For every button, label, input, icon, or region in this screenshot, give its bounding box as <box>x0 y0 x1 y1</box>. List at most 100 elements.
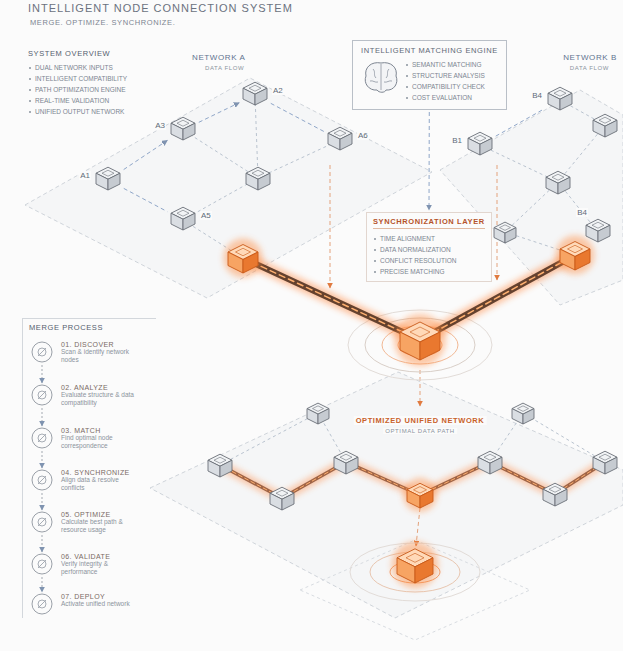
cube-face <box>593 457 605 474</box>
step-glyph <box>38 518 46 526</box>
cube-face <box>468 138 480 155</box>
diagram-label: DATA FLOW <box>568 65 611 71</box>
cube-inset <box>592 222 604 228</box>
step-glyph <box>38 600 46 608</box>
step-glyph <box>38 348 46 356</box>
cube-inset <box>334 130 346 136</box>
connector <box>42 408 43 426</box>
cube-face <box>171 123 183 140</box>
cube-inset <box>554 90 566 96</box>
network-cube <box>307 403 329 424</box>
sync-layer-box: SYNCHRONIZATION LAYERTIME ALIGNMENTDATA … <box>366 212 492 282</box>
cube-glow <box>392 542 439 589</box>
step-circle <box>32 470 52 490</box>
diagram-label: NETWORK B <box>561 53 619 62</box>
step-text: 04. SYNCHRONIZEAlign data & resolve conf… <box>61 469 139 492</box>
cube-face <box>505 228 516 243</box>
cube-inset <box>276 490 288 496</box>
cube-icon <box>241 80 269 110</box>
step-glyph <box>38 560 46 568</box>
cube-face <box>546 177 558 194</box>
bullet-item: TIME ALIGNMENT <box>373 233 485 244</box>
cube-inset <box>313 406 324 412</box>
cube-inset <box>549 486 561 492</box>
bullet-item: INTELLIGENT COMPATIBILITY <box>28 73 127 84</box>
section-heading: INTELLIGENT MATCHING ENGINE <box>361 46 498 55</box>
network-node: A1 <box>94 165 122 195</box>
bullet-item: PRECISE MATCHING <box>373 266 485 277</box>
glowing-cube <box>224 239 263 278</box>
cube-face <box>407 490 420 508</box>
cube-face <box>512 409 523 424</box>
diagram-label: OPTIMIZED UNIFIED NETWORK <box>354 416 487 425</box>
brain-outline <box>365 63 397 93</box>
node-label: A6 <box>357 131 369 140</box>
bullet-item: COMPATIBILITY CHECK <box>405 81 498 92</box>
cube-face <box>108 173 120 190</box>
step-title: 06. VALIDATE <box>61 553 139 560</box>
cube-face <box>605 120 617 137</box>
process-step: 01. DISCOVERScan & identify network node… <box>31 341 139 364</box>
network-cube <box>494 222 516 243</box>
bullet-item: UNIFIED OUTPUT NETWORK <box>28 106 127 117</box>
network-node: B4 <box>546 85 574 115</box>
process-panel: MERGE PROCESS01. DISCOVERScan & identify… <box>22 318 156 618</box>
cube-face <box>558 177 570 194</box>
engine-box: INTELLIGENT MATCHING ENGINESEMANTIC MATC… <box>352 40 507 110</box>
step-circle <box>32 342 52 362</box>
step-text: 06. VALIDATEVerify integrity & performan… <box>61 553 139 576</box>
connector <box>42 451 43 468</box>
step-text: 03. MATCHFind optimal node correspondenc… <box>61 427 139 450</box>
cube-face <box>318 409 329 424</box>
cube-glow <box>224 239 263 278</box>
cube-icon <box>169 205 197 235</box>
section-heading: SYSTEM OVERVIEW <box>28 49 127 58</box>
step-glyph <box>38 434 46 442</box>
step-description: Scan & identify network nodes <box>61 348 139 364</box>
network-cube <box>246 167 270 190</box>
brain-icon <box>361 59 401 95</box>
connector <box>271 103 324 131</box>
merge-bands <box>220 255 605 498</box>
cube-face <box>605 457 617 474</box>
network-cube <box>543 483 567 506</box>
cube-face <box>270 493 282 510</box>
connector <box>124 188 167 211</box>
cube-face <box>328 133 340 150</box>
cube-face <box>334 457 346 474</box>
step-title: 04. SYNCHRONIZE <box>61 469 139 476</box>
network-cube <box>478 451 502 474</box>
node-label: A5 <box>200 211 212 220</box>
step-text: 05. OPTIMIZECalculate best path & resour… <box>61 511 139 534</box>
overview-panel: SYSTEM OVERVIEWDUAL NETWORK INPUTSINTELL… <box>24 46 131 120</box>
step-description: Evaluate structure & data compatibility <box>61 391 139 407</box>
step-description: Verify integrity & performance <box>61 560 139 576</box>
diagram-label: OPTIMAL DATA PATH <box>383 428 457 434</box>
step-glyph <box>38 600 46 608</box>
cube-face <box>307 409 318 424</box>
bullet-item: PATH OPTIMIZATION ENGINE <box>28 84 127 95</box>
cube-face <box>555 489 567 506</box>
cube-icon <box>466 130 494 160</box>
step-glyph <box>38 476 46 484</box>
cube-inset <box>236 248 251 256</box>
node-label: B1 <box>451 136 463 145</box>
step-glyph <box>38 476 46 484</box>
cube-face <box>480 138 492 155</box>
cube-face <box>593 120 605 137</box>
cube-face <box>246 173 258 190</box>
cube-glow <box>556 236 595 275</box>
cube-glow <box>403 478 437 512</box>
cube-face <box>560 93 572 110</box>
process-step: 06. VALIDATEVerify integrity & performan… <box>31 553 139 576</box>
cube-face <box>494 228 505 243</box>
step-text: 01. DISCOVERScan & identify network node… <box>61 341 139 364</box>
step-title: 01. DISCOVER <box>61 341 139 348</box>
cube-face <box>397 558 415 583</box>
cube-inset <box>518 406 529 412</box>
step-glyph <box>38 391 46 399</box>
step-circle <box>32 385 52 405</box>
step-icon <box>31 469 53 491</box>
